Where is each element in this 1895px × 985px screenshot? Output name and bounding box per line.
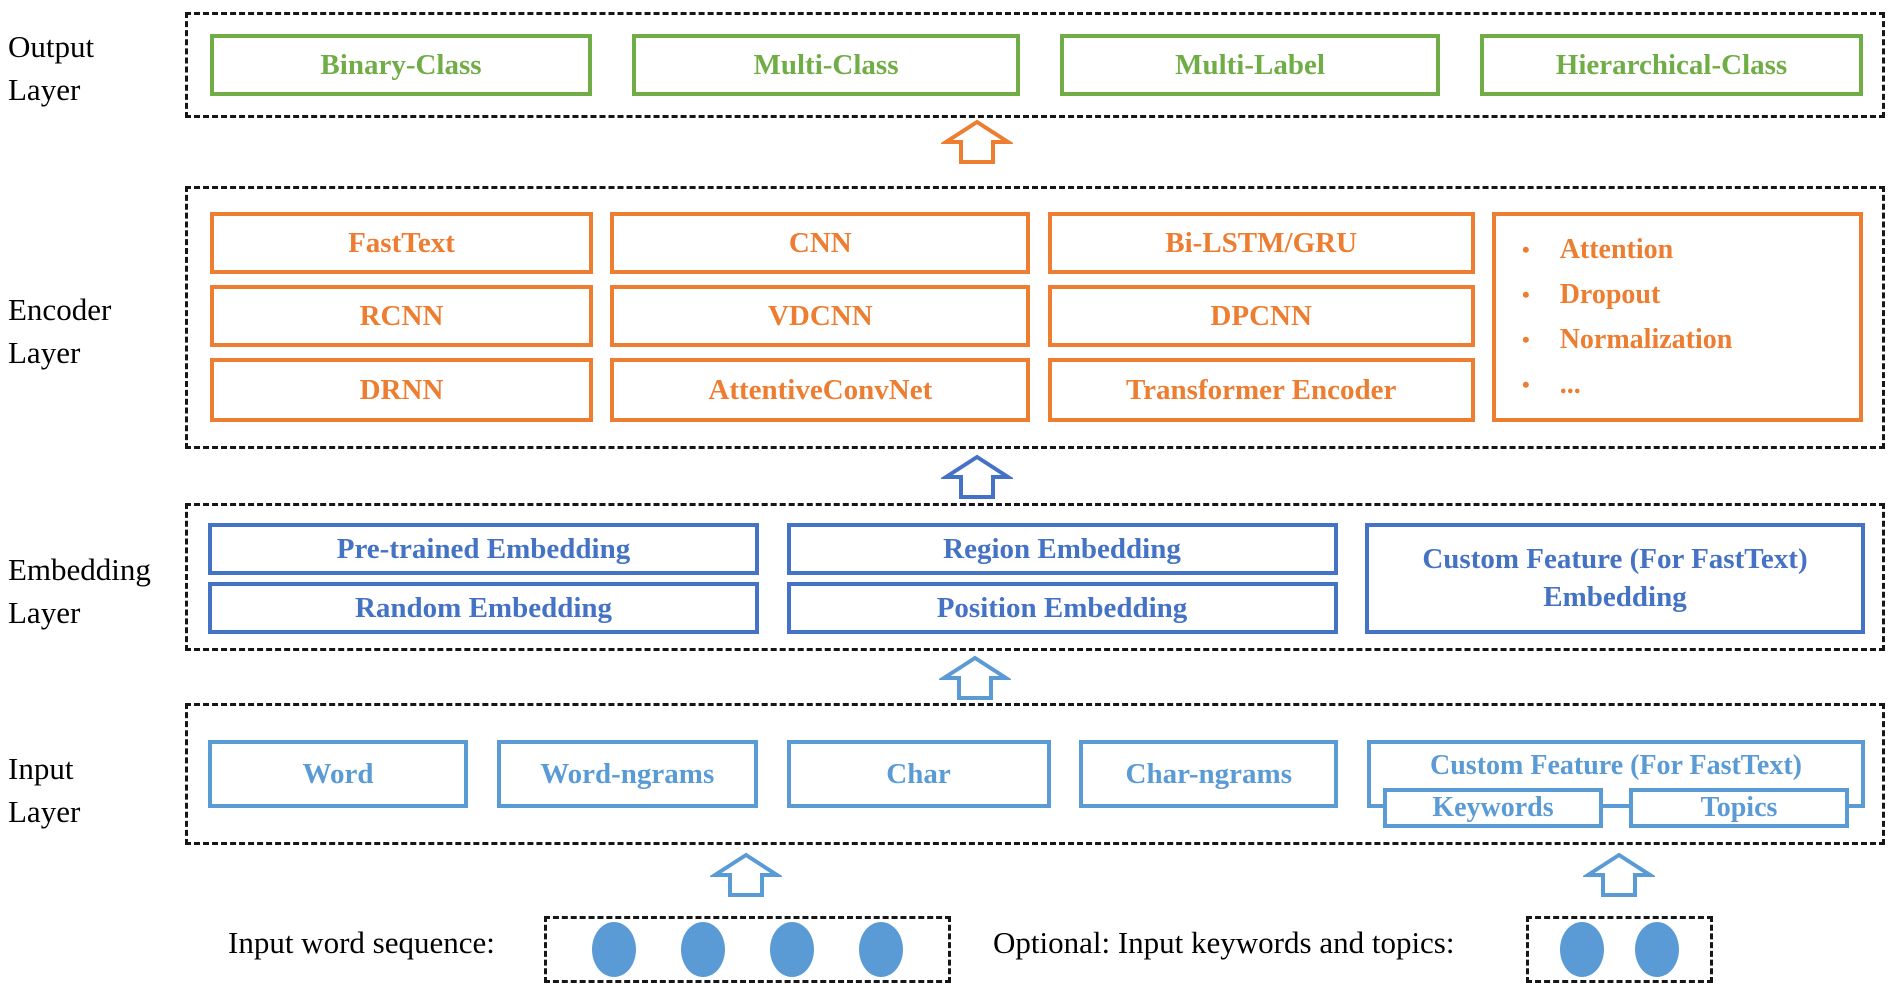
encoder-layer-label-line1: Encoder	[8, 292, 112, 327]
output-layer-container: Binary-Class Multi-Class Multi-Label Hie…	[185, 12, 1885, 118]
box-custom-feature-input: Custom Feature (For FastText) Keywords T…	[1367, 740, 1865, 828]
box-topics: Topics	[1629, 788, 1849, 828]
output-layer-label-line1: Output	[8, 29, 95, 64]
bullet-icon: •	[1521, 326, 1530, 352]
trick-attention-label: Attention	[1559, 233, 1674, 265]
word-sequence-dots-box	[544, 916, 951, 983]
box-fasttext: FastText	[210, 212, 593, 274]
up-arrow-optional-to-input-icon	[1583, 852, 1655, 897]
topic-token-dot	[1635, 922, 1679, 977]
box-char: Char	[786, 740, 1051, 808]
box-hierarchical-class: Hierarchical-Class	[1480, 34, 1863, 96]
input-layer-label-line2: Layer	[8, 794, 81, 829]
trick-ellipsis: • ...	[1522, 369, 1581, 401]
output-layer-label: Output Layer	[8, 25, 94, 111]
encoder-layer-container: FastText CNN Bi-LSTM/GRU • Attention • D…	[185, 186, 1885, 449]
box-keywords: Keywords	[1383, 788, 1603, 828]
encoder-layer-label-line2: Layer	[8, 335, 81, 370]
trick-dropout: • Dropout	[1522, 279, 1660, 311]
box-pretrained-embedding: Pre-trained Embedding	[208, 523, 759, 575]
box-transformer-encoder: Transformer Encoder	[1047, 358, 1475, 422]
custom-feature-sub-row: Keywords Topics	[1383, 788, 1849, 828]
box-rcnn: RCNN	[210, 285, 593, 347]
embedding-layer-label-line1: Embedding	[8, 552, 151, 587]
bullet-icon: •	[1521, 236, 1530, 262]
trick-dropout-label: Dropout	[1559, 278, 1661, 310]
box-multi-class: Multi-Class	[632, 34, 1020, 96]
word-token-dot	[770, 922, 814, 977]
input-layer-label: Input Layer	[8, 747, 80, 833]
embedding-layer-label: Embedding Layer	[8, 548, 151, 634]
box-multi-label: Multi-Label	[1060, 34, 1440, 96]
box-word-ngrams: Word-ngrams	[496, 740, 758, 808]
box-binary-class: Binary-Class	[210, 34, 592, 96]
input-word-sequence-label: Input word sequence:	[228, 925, 495, 960]
box-region-embedding: Region Embedding	[786, 523, 1338, 575]
up-arrow-input-to-embedding-icon	[939, 655, 1011, 700]
keywords-topics-dots-box	[1526, 916, 1713, 983]
trick-normalization: • Normalization	[1522, 324, 1732, 356]
box-vdcnn: VDCNN	[610, 285, 1031, 347]
word-token-dot	[681, 922, 725, 977]
box-custom-feature-embedding: Custom Feature (For FastText) Embedding	[1365, 523, 1865, 634]
bullet-icon: •	[1521, 371, 1530, 397]
trick-attention: • Attention	[1522, 234, 1673, 266]
box-random-embedding: Random Embedding	[208, 582, 759, 634]
box-bilstm-gru: Bi-LSTM/GRU	[1047, 212, 1475, 274]
up-arrow-embedding-to-encoder-icon	[941, 454, 1013, 499]
box-dpcnn: DPCNN	[1047, 285, 1475, 347]
box-char-ngrams: Char-ngrams	[1079, 740, 1339, 808]
box-attentiveconvnet: AttentiveConvNet	[610, 358, 1031, 422]
box-drnn: DRNN	[210, 358, 593, 422]
up-arrow-sequence-to-input-icon	[710, 852, 782, 897]
box-encoder-tricks: • Attention • Dropout • Normalization • …	[1491, 212, 1863, 422]
output-layer-label-line2: Layer	[8, 72, 81, 107]
optional-keywords-topics-label: Optional: Input keywords and topics:	[993, 925, 1455, 960]
word-token-dot	[592, 922, 636, 977]
custom-feature-embedding-line2: Embedding	[1543, 580, 1687, 613]
box-word: Word	[208, 740, 468, 808]
embedding-layer-container: Pre-trained Embedding Region Embedding C…	[185, 503, 1885, 651]
encoder-layer-label: Encoder Layer	[8, 288, 111, 374]
up-arrow-encoder-to-output-icon	[941, 119, 1013, 164]
trick-normalization-label: Normalization	[1559, 323, 1733, 355]
custom-feature-embedding-line1: Custom Feature (For FastText)	[1422, 542, 1808, 575]
word-token-dot	[859, 922, 903, 977]
bullet-icon: •	[1521, 281, 1530, 307]
box-cnn: CNN	[610, 212, 1031, 274]
embedding-layer-label-line2: Layer	[8, 595, 81, 630]
input-layer-label-line1: Input	[8, 751, 74, 786]
custom-feature-input-title: Custom Feature (For FastText)	[1430, 750, 1802, 781]
trick-ellipsis-label: ...	[1559, 368, 1581, 400]
box-position-embedding: Position Embedding	[786, 582, 1338, 634]
input-layer-container: Word Word-ngrams Char Char-ngrams Custom…	[185, 703, 1885, 845]
keyword-token-dot	[1560, 922, 1604, 977]
